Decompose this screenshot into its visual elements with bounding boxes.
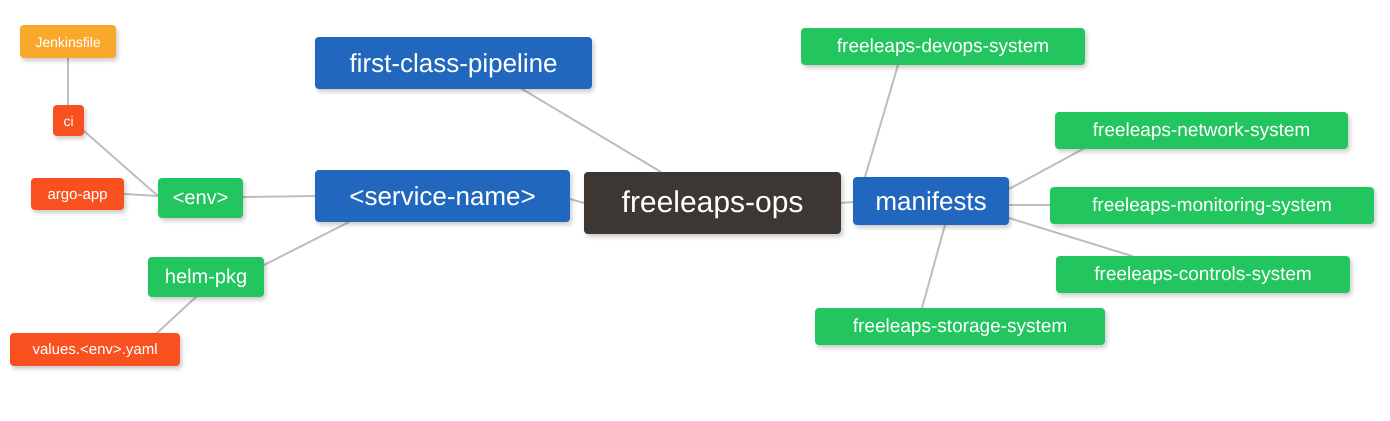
node-label-service-name: <service-name> <box>349 181 536 211</box>
node-label-monitoring: freeleaps-monitoring-system <box>1092 195 1332 216</box>
edge-values-yaml-to-helm-pkg <box>156 296 197 334</box>
node-root[interactable]: freeleaps-ops <box>584 172 841 234</box>
edge-root-to-manifests <box>840 201 854 204</box>
node-storage[interactable]: freeleaps-storage-system <box>815 308 1105 345</box>
node-helm-pkg[interactable]: helm-pkg <box>148 257 264 297</box>
node-monitoring[interactable]: freeleaps-monitoring-system <box>1050 187 1374 224</box>
node-service-name[interactable]: <service-name> <box>315 170 570 222</box>
node-label-jenkinsfile: Jenkinsfile <box>35 33 101 50</box>
node-controls[interactable]: freeleaps-controls-system <box>1056 256 1350 293</box>
node-label-controls: freeleaps-controls-system <box>1094 264 1312 285</box>
edge-pipeline-to-root <box>521 88 662 173</box>
node-label-network: freeleaps-network-system <box>1092 120 1311 141</box>
node-jenkinsfile[interactable]: Jenkinsfile <box>20 25 116 58</box>
node-label-root: freeleaps-ops <box>621 186 804 219</box>
node-label-ci: ci <box>63 112 74 129</box>
node-label-values-yaml: values.<env>.yaml <box>32 341 158 358</box>
node-ci[interactable]: ci <box>53 105 84 136</box>
node-label-helm-pkg: helm-pkg <box>164 266 248 288</box>
node-values-yaml[interactable]: values.<env>.yaml <box>10 333 180 366</box>
node-label-devops: freeleaps-devops-system <box>836 36 1050 57</box>
node-manifests[interactable]: manifests <box>853 177 1009 225</box>
node-label-env: <env> <box>172 187 229 209</box>
node-devops[interactable]: freeleaps-devops-system <box>801 28 1085 65</box>
node-argo-app[interactable]: argo-app <box>31 178 124 210</box>
node-label-argo-app: argo-app <box>47 185 108 203</box>
edge-manifests-to-devops <box>864 64 899 178</box>
edge-helm-pkg-to-service-name <box>263 221 350 266</box>
node-env[interactable]: <env> <box>158 178 243 218</box>
edge-argo-app-to-env <box>123 193 159 197</box>
node-label-pipeline: first-class-pipeline <box>349 48 558 78</box>
edge-env-to-service-name <box>242 195 316 198</box>
node-pipeline[interactable]: first-class-pipeline <box>315 37 592 89</box>
node-label-storage: freeleaps-storage-system <box>852 316 1068 337</box>
node-label-manifests: manifests <box>875 186 987 216</box>
edge-manifests-to-storage <box>921 224 946 309</box>
node-network[interactable]: freeleaps-network-system <box>1055 112 1348 149</box>
edge-service-name-to-root <box>569 198 585 204</box>
edge-manifests-to-network <box>1008 148 1084 190</box>
